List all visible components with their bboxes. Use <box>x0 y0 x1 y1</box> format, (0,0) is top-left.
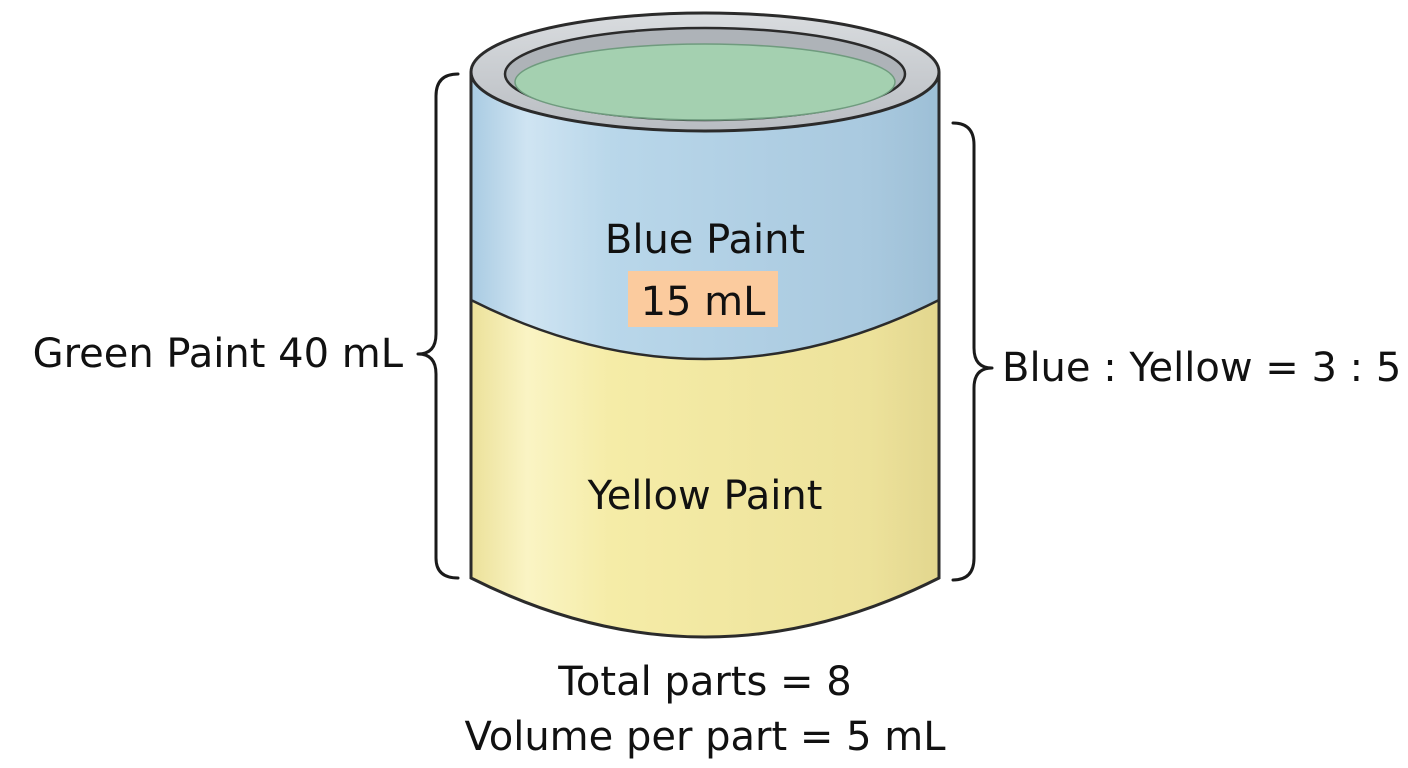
volume-per-part-label: Volume per part = 5 mL <box>464 714 946 760</box>
right-brace <box>951 121 994 582</box>
can-outline <box>469 72 941 639</box>
ratio-label: Blue : Yellow = 3 : 5 <box>1002 345 1401 391</box>
blue-volume-label: 15 mL <box>641 279 767 325</box>
layer-divider <box>470 298 940 361</box>
green-paint-total-label: Green Paint 40 mL <box>33 331 404 377</box>
green-paint-surface <box>514 43 896 121</box>
blue-paint-label: Blue Paint <box>605 217 805 263</box>
left-brace <box>416 72 460 580</box>
yellow-paint-section <box>471 300 939 637</box>
blue-volume-highlight <box>628 271 778 327</box>
total-parts-label: Total parts = 8 <box>557 659 851 705</box>
blue-paint-section <box>471 72 939 359</box>
yellow-paint-label: Yellow Paint <box>587 473 823 519</box>
